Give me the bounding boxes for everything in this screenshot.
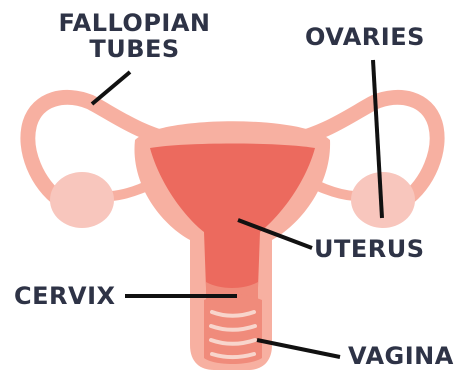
right-ovary [351, 172, 415, 228]
ovaries-label: OVARIES [305, 24, 425, 50]
fallopian-tubes-label-line1: FALLOPIAN [52, 10, 217, 36]
fallopian-tubes-label: FALLOPIAN TUBES [52, 10, 217, 62]
cervix-label: CERVIX [14, 283, 116, 309]
vagina-label: VAGINA [348, 343, 454, 369]
left-ovary [50, 172, 114, 228]
fallopian-tubes-label-line2: TUBES [52, 36, 217, 62]
uterus-label: UTERUS [314, 236, 425, 262]
fallopian-tubes-leader-line [92, 72, 130, 104]
